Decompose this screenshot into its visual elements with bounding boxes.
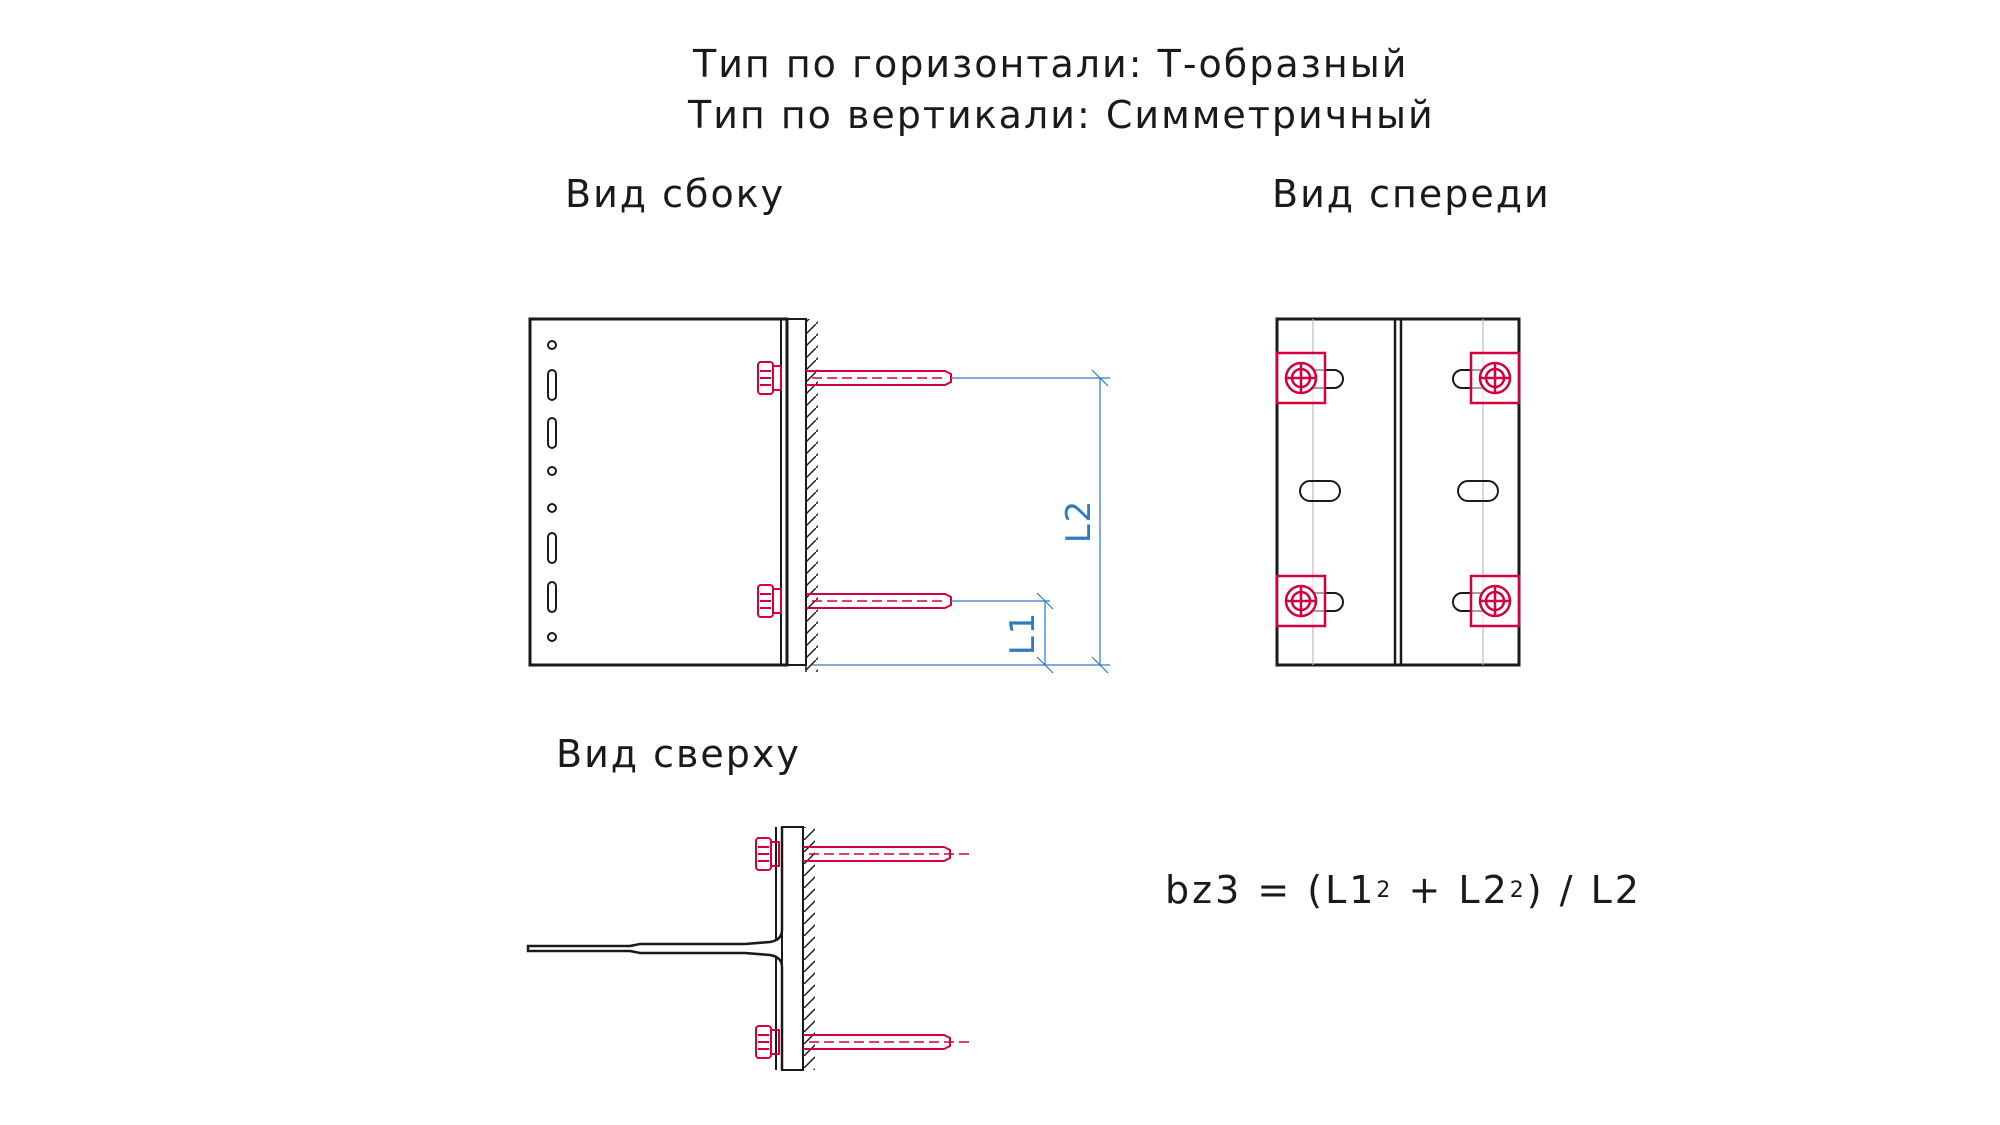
formula-mid: + L2 xyxy=(1393,868,1510,912)
side-slot xyxy=(547,532,557,564)
front-slot xyxy=(1299,480,1341,502)
side-slot xyxy=(547,369,557,401)
front-anchors xyxy=(1275,351,1521,628)
dim-l1-label: L1 xyxy=(1003,611,1043,656)
top-wall-plate xyxy=(781,826,804,1071)
front-anchor-bottom-right xyxy=(1469,574,1521,628)
side-view-title: Вид сбоку xyxy=(565,172,786,216)
top-anchor-lower xyxy=(755,1025,970,1059)
front-anchor-bottom-left xyxy=(1275,574,1327,628)
top-wall-hatch xyxy=(803,827,815,1070)
side-hole xyxy=(547,632,557,642)
top-bracket-profile xyxy=(526,827,784,1070)
dimension-lines xyxy=(812,369,1110,674)
side-hole xyxy=(547,466,557,476)
top-anchor-upper xyxy=(755,837,970,871)
top-view xyxy=(526,826,970,1071)
side-wall-plate xyxy=(786,318,807,666)
front-slot xyxy=(1457,480,1499,502)
side-slot xyxy=(547,581,557,613)
side-slot xyxy=(547,417,557,449)
side-holes xyxy=(547,340,557,642)
front-plate xyxy=(1275,317,1521,667)
header-horizontal-type: Тип по горизонтали: Т-образный xyxy=(693,42,1409,86)
formula-lhs: bz3 = (L1 xyxy=(1165,868,1377,912)
side-bracket-plate xyxy=(528,317,789,667)
formula-exp2: 2 xyxy=(1509,878,1527,903)
front-anchor-top-right xyxy=(1469,351,1521,405)
header-vertical-type: Тип по вертикали: Симметричный xyxy=(688,93,1435,137)
front-view xyxy=(1275,317,1521,667)
front-slots xyxy=(1299,369,1499,612)
side-view xyxy=(528,317,952,672)
formula: bz3 = (L12 + L22) / L2 xyxy=(1165,868,1642,912)
side-hole xyxy=(547,503,557,513)
front-anchor-top-left xyxy=(1275,351,1327,405)
side-wall-hatch xyxy=(806,319,818,672)
front-view-title: Вид спереди xyxy=(1272,172,1551,216)
formula-exp1: 2 xyxy=(1376,878,1394,903)
top-view-title: Вид сверху xyxy=(556,732,801,776)
side-hole xyxy=(547,340,557,350)
formula-rhs: ) / L2 xyxy=(1526,868,1642,912)
dim-l2-label: L2 xyxy=(1059,499,1099,544)
